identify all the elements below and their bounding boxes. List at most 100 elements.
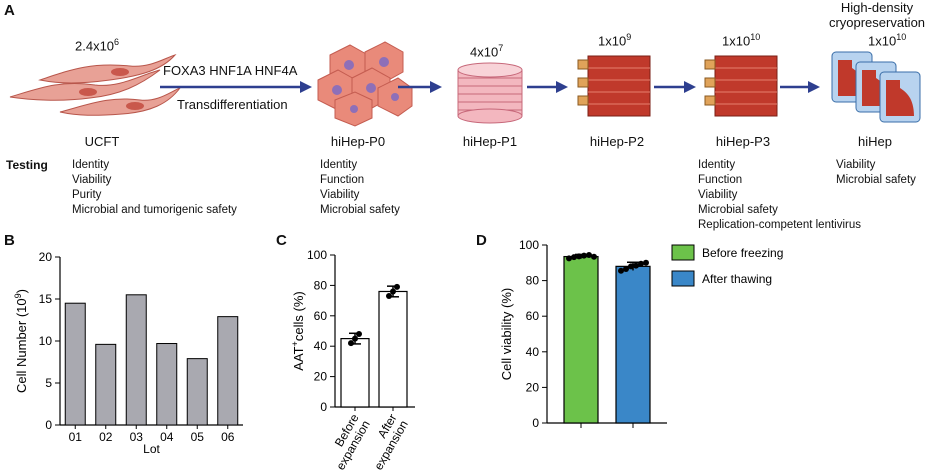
data-point: [394, 283, 400, 290]
data-point: [638, 260, 644, 267]
bar: [125, 294, 147, 426]
legend-swatch: [671, 244, 695, 261]
data-point: [571, 254, 577, 261]
transdifferentiation-arrow-icon: [160, 81, 312, 93]
data-point: [643, 259, 649, 266]
y-tick-label: 100: [519, 240, 539, 252]
list-item: Identity: [72, 159, 110, 171]
bar: [64, 302, 86, 426]
tests-p3: Identity Function Viability Microbial sa…: [698, 158, 861, 233]
x-tick-label: Beforeexpansion: [322, 411, 373, 470]
data-point: [623, 266, 629, 273]
cell-factory-icon: [577, 55, 651, 117]
x-tick-label: Afterexpansion: [360, 411, 411, 470]
x-tick-label: 02: [99, 430, 113, 444]
data-point: [390, 288, 396, 295]
list-item: Replication-competent lentivirus: [698, 219, 861, 231]
y-tick-label: 15: [39, 292, 53, 306]
cell-factory-icon-2: [704, 55, 778, 117]
panel-a-illustration: [9, 41, 921, 127]
y-tick-label: 80: [526, 274, 540, 288]
arrow-p3-hihep-icon: [780, 81, 820, 93]
legend-swatch: [671, 270, 695, 287]
x-tick-label: 03: [130, 430, 144, 444]
y-tick-label: 0: [320, 400, 327, 414]
list-item: Purity: [72, 189, 102, 201]
stage-count-p2: 1x109: [598, 32, 632, 49]
stage-name-ucft: UCFT: [84, 134, 120, 149]
stage-name-hihep: hiHep: [858, 134, 892, 149]
y-axis-label: Cell viability (%): [499, 288, 514, 380]
y-tick-label: 20: [526, 380, 540, 394]
stage-count-ucft: 2.4x106: [75, 37, 120, 54]
bar: [186, 358, 208, 426]
cryobag-icon: [831, 51, 921, 123]
y-tick-label: 40: [314, 339, 328, 353]
bar: [563, 255, 599, 424]
data-point: [566, 255, 572, 262]
arrow-p2-p3-icon: [654, 81, 696, 93]
data-point: [348, 340, 354, 347]
hepatocyte-cluster-icon: [317, 41, 413, 127]
y-tick-label: 60: [314, 309, 328, 323]
y-tick-label: 60: [526, 309, 540, 323]
tests-p0: Identity Function Viability Microbial sa…: [320, 158, 400, 218]
stage-count-hihep: 1x1010: [868, 32, 907, 49]
y-tick-label: 40: [526, 345, 540, 359]
list-item: Identity: [320, 159, 358, 171]
y-tick-label: 5: [45, 376, 52, 390]
bar: [615, 265, 651, 424]
fibroblast-cells-icon: [9, 54, 182, 116]
data-point: [591, 253, 597, 260]
list-item: Viability: [320, 189, 360, 201]
data-point: [576, 253, 582, 260]
list-item: Microbial safety: [320, 204, 400, 216]
panel-c-label: C: [276, 232, 287, 249]
bar: [156, 343, 178, 426]
panel-a-label: A: [4, 2, 15, 19]
data-point: [586, 251, 592, 258]
list-item: Microbial and tumorigenic safety: [72, 204, 237, 216]
data-point: [618, 267, 624, 274]
x-tick-label: 04: [160, 430, 174, 444]
y-tick-label: 0: [45, 418, 52, 432]
data-point: [628, 263, 634, 270]
bar: [217, 316, 239, 426]
tests-ucft: Identity Viability Purity Microbial and …: [72, 158, 237, 218]
y-tick-label: 80: [314, 278, 328, 292]
list-item: Function: [698, 174, 743, 186]
cryopreservation-title: High-density cryopreservation: [828, 0, 926, 30]
x-axis-label: Lot: [143, 442, 160, 456]
stage-name-p0: hiHep-P0: [330, 134, 386, 149]
stage-name-p3: hiHep-P3: [715, 134, 771, 149]
data-point: [581, 252, 587, 259]
process-label: Transdifferentiation: [177, 97, 288, 112]
y-tick-label: 0: [532, 416, 539, 430]
stage-name-p1: hiHep-P1: [462, 134, 518, 149]
stage-count-p3: 1x1010: [722, 32, 761, 49]
list-item: Viability: [836, 159, 876, 171]
data-point: [386, 293, 392, 300]
data-point: [352, 335, 358, 342]
list-item: Identity: [698, 159, 736, 171]
y-axis-label: Cell Number (109): [13, 289, 29, 393]
dish-stack-icon: [457, 62, 523, 124]
tests-hihep: Viability Microbial safety: [836, 158, 916, 188]
y-tick-label: 100: [307, 248, 327, 262]
panel-d-label: D: [476, 232, 487, 249]
list-item: Viability: [72, 174, 112, 186]
arrow-p0-p1-icon: [398, 81, 442, 93]
y-tick-label: 20: [39, 250, 53, 264]
legend-label: Before freezing: [702, 246, 783, 260]
legend-label: After thawing: [702, 272, 772, 286]
y-tick-label: 10: [39, 334, 53, 348]
bar: [378, 290, 408, 408]
list-item: Viability: [698, 189, 738, 201]
list-item: Microbial safety: [698, 204, 778, 216]
panel-b-label: B: [4, 232, 15, 249]
y-axis-label: AAT+cells (%): [290, 291, 306, 370]
x-tick-label: 01: [69, 430, 83, 444]
